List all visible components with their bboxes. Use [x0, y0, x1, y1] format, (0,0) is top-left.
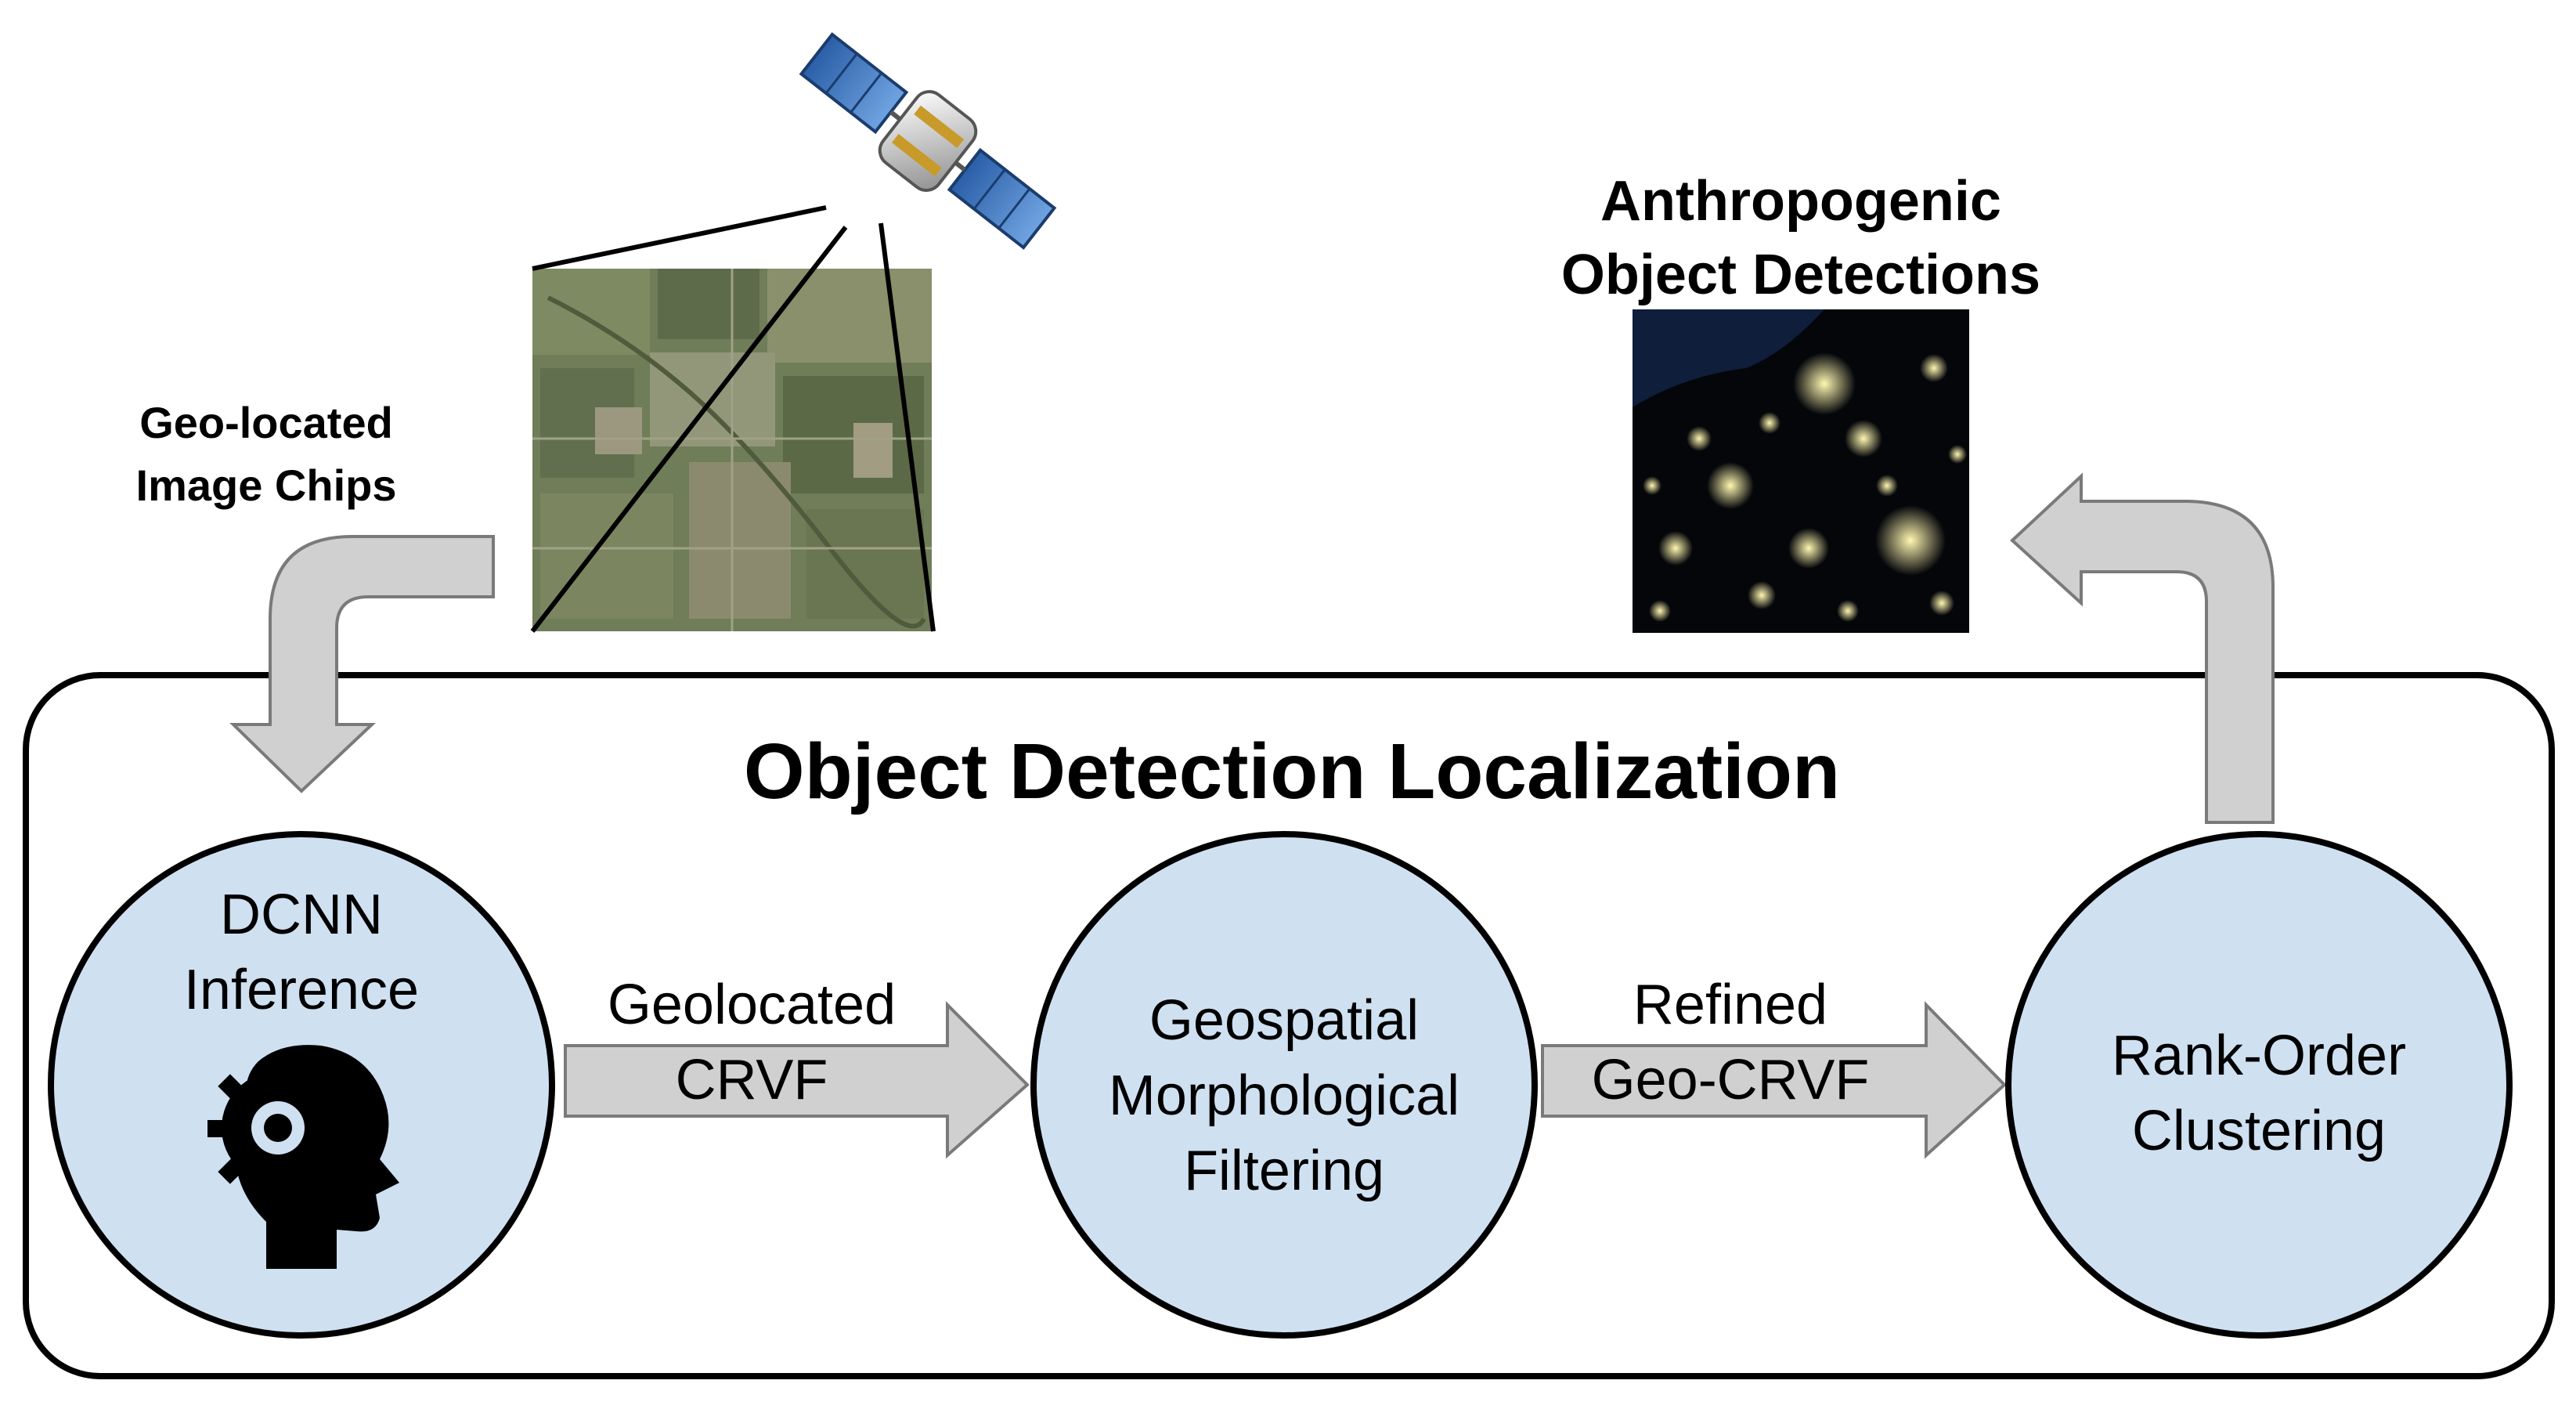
night-lights-image	[1633, 309, 1969, 633]
node-filtering-label: Geospatial Morphological Filtering	[1049, 983, 1519, 1209]
node-dcnn-label: DCNN Inference	[106, 877, 497, 1028]
node-clustering-label-line-1: Rank-Order	[2111, 1024, 2407, 1087]
head-gear-icon	[207, 1045, 399, 1269]
input-label-line-2: Image Chips	[135, 461, 397, 510]
node-filtering-label-line-1: Geospatial	[1149, 989, 1420, 1052]
node-dcnn-label-line-1: DCNN	[220, 883, 383, 946]
edge-arrow-geolocated-crvf	[564, 1001, 1030, 1159]
node-clustering-label: Rank-Order Clustering	[2040, 1018, 2478, 1169]
node-clustering-label-line-2: Clustering	[2131, 1100, 2387, 1162]
input-label-line-1: Geo-located	[139, 398, 393, 447]
output-arrow	[2010, 472, 2275, 824]
edge-label-refined-geo-crvf: Refined Geo-CRVF	[1535, 967, 1926, 1118]
edge-label-2-line-1: Refined	[1633, 974, 1828, 1036]
node-dcnn-label-line-2: Inference	[183, 959, 420, 1021]
satellite-icon	[799, 32, 1057, 250]
edge-label-geolocated-crvf: Geolocated CRVF	[548, 967, 955, 1118]
edge-label-1-line-2: CRVF	[675, 1049, 828, 1111]
node-rank-order-clustering	[2005, 831, 2513, 1339]
diagram-title: Object Detection Localization	[743, 728, 1841, 815]
edge-label-2-line-2: Geo-CRVF	[1591, 1049, 1870, 1111]
node-geospatial-morphological-filtering	[1030, 831, 1538, 1339]
output-label: Anthropogenic Object Detections	[1464, 164, 2138, 312]
edge-label-1-line-1: Geolocated	[607, 974, 897, 1036]
edge-arrow-refined-geo-crvf	[1541, 1001, 2007, 1159]
view-cone-lines	[530, 205, 936, 633]
output-label-line-1: Anthropogenic	[1600, 170, 2001, 233]
output-label-line-2: Object Detections	[1560, 244, 2041, 306]
input-label: Geo-located Image Chips	[94, 392, 438, 517]
node-filtering-label-line-3: Filtering	[1183, 1140, 1385, 1202]
node-filtering-label-line-2: Morphological	[1108, 1064, 1460, 1127]
satellite-image	[532, 269, 932, 631]
input-arrow	[229, 535, 495, 793]
